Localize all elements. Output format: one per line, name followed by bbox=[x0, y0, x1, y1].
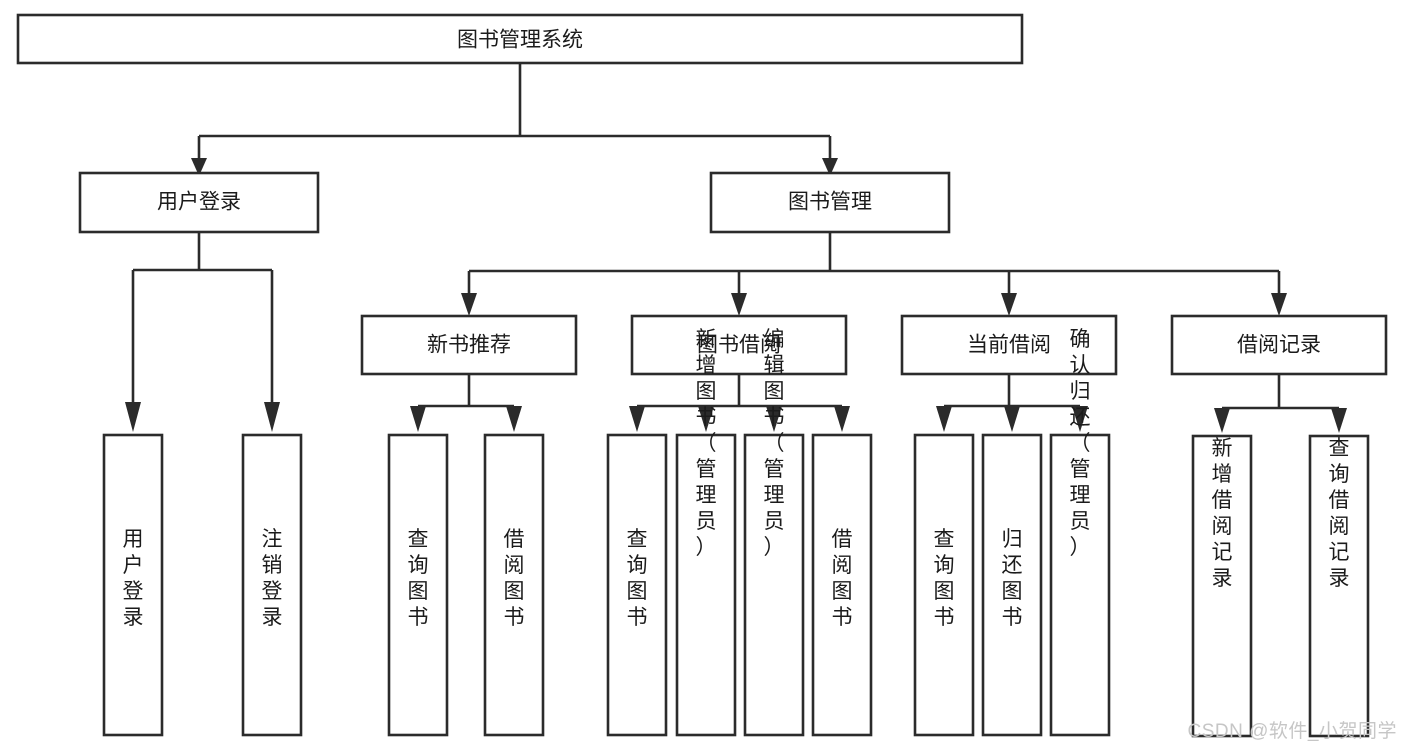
node-leaf-5-box[interactable] bbox=[606, 433, 668, 737]
arrow-head-leaf-7 bbox=[766, 406, 782, 432]
node-bookmgmt-box[interactable] bbox=[709, 171, 951, 234]
node-records[interactable]: 借阅记录 bbox=[1170, 314, 1388, 376]
node-leaf-13[interactable]: 查询借阅记录 bbox=[1308, 434, 1370, 738]
arrow-head-records bbox=[1271, 293, 1287, 316]
node-leaf-12-label: 新增借阅记录 bbox=[1212, 437, 1233, 590]
node-leaf-13-label: 查询借阅记录 bbox=[1329, 437, 1350, 590]
node-login[interactable]: 用户登录 bbox=[78, 171, 320, 234]
node-leaf-1[interactable]: 用户登录 bbox=[102, 433, 164, 737]
node-leaf-12-box[interactable] bbox=[1191, 434, 1253, 738]
arrow-head-leaf-2 bbox=[264, 402, 280, 432]
node-leaf-10-label: 归还图书 bbox=[1002, 528, 1023, 629]
node-leaf-4-label: 借阅图书 bbox=[504, 528, 525, 629]
node-newbook-label: 新书推荐 bbox=[427, 334, 511, 357]
node-current-box[interactable] bbox=[900, 314, 1118, 376]
node-leaf-7-box[interactable] bbox=[743, 433, 805, 737]
node-root[interactable]: 图书管理系统 bbox=[16, 13, 1024, 65]
node-borrow-box[interactable] bbox=[630, 314, 848, 376]
node-leaf-3-label: 查询图书 bbox=[408, 528, 429, 629]
arrow-head-leaf-5 bbox=[629, 406, 645, 432]
arrow-head-leaf-3 bbox=[410, 406, 426, 432]
node-leaf-5[interactable]: 查询图书 bbox=[606, 433, 668, 737]
node-current-label: 当前借阅 bbox=[967, 334, 1051, 357]
arrow-head-leaf-8 bbox=[834, 406, 850, 432]
node-leaf-2-label: 注销登录 bbox=[262, 528, 283, 629]
node-leaf-4[interactable]: 借阅图书 bbox=[483, 433, 545, 737]
node-leaf-11-label: 确认归还（管理员） bbox=[1070, 328, 1091, 559]
node-leaf-6-label: 新增图书（管理员） bbox=[696, 328, 717, 559]
node-leaf-5-label: 查询图书 bbox=[627, 528, 648, 629]
node-leaf-6[interactable]: 新增图书（管理员） bbox=[675, 328, 737, 737]
connector-layer bbox=[125, 63, 1347, 433]
node-leaf-4-box[interactable] bbox=[483, 433, 545, 737]
arrow-head-newbook bbox=[461, 293, 477, 316]
arrow-head-borrow bbox=[731, 293, 747, 316]
node-current[interactable]: 当前借阅 bbox=[900, 314, 1118, 376]
node-bookmgmt[interactable]: 图书管理 bbox=[709, 171, 951, 234]
arrow-head-leaf-6 bbox=[698, 406, 714, 432]
node-leaf-6-box[interactable] bbox=[675, 433, 737, 737]
node-leaf-10-box[interactable] bbox=[981, 433, 1043, 737]
csdn-watermark: CSDN @软件_小贺同学 bbox=[1187, 721, 1397, 742]
arrow-head-bookmgmt bbox=[822, 158, 838, 176]
node-newbook-box[interactable] bbox=[360, 314, 578, 376]
node-leaf-8-label: 借阅图书 bbox=[832, 528, 853, 629]
node-leaf-7-label: 编辑图书（管理员） bbox=[764, 328, 785, 559]
node-leaf-2[interactable]: 注销登录 bbox=[241, 433, 303, 737]
node-leaf-8[interactable]: 借阅图书 bbox=[811, 433, 873, 737]
node-records-label: 借阅记录 bbox=[1237, 334, 1321, 357]
arrow-head-leaf-4 bbox=[506, 406, 522, 432]
node-borrow-label: 图书借阅 bbox=[697, 334, 781, 357]
arrow-head-leaf-12 bbox=[1214, 408, 1230, 433]
node-leaf-9-box[interactable] bbox=[913, 433, 975, 737]
node-leaf-13-box[interactable] bbox=[1308, 434, 1370, 738]
node-bookmgmt-label: 图书管理 bbox=[788, 191, 872, 214]
node-leaf-11[interactable]: 确认归还（管理员） bbox=[1049, 328, 1111, 737]
node-leaf-9-label: 查询图书 bbox=[934, 528, 955, 629]
node-records-box[interactable] bbox=[1170, 314, 1388, 376]
node-login-box[interactable] bbox=[78, 171, 320, 234]
node-root-label: 图书管理系统 bbox=[457, 29, 583, 52]
arrow-head-current bbox=[1001, 293, 1017, 316]
node-leaf-10[interactable]: 归还图书 bbox=[981, 433, 1043, 737]
node-leaf-1-label: 用户登录 bbox=[123, 528, 144, 629]
arrow-head-leaf-10 bbox=[1004, 406, 1020, 432]
arrow-head-login bbox=[191, 158, 207, 176]
arrow-head-leaf-11 bbox=[1072, 406, 1088, 432]
node-leaf-9[interactable]: 查询图书 bbox=[913, 433, 975, 737]
node-leaf-8-box[interactable] bbox=[811, 433, 873, 737]
node-leaf-11-box[interactable] bbox=[1049, 433, 1111, 737]
node-borrow[interactable]: 图书借阅 bbox=[630, 314, 848, 376]
node-login-label: 用户登录 bbox=[157, 191, 241, 214]
node-leaf-1-box[interactable] bbox=[102, 433, 164, 737]
arrow-head-leaf-13 bbox=[1331, 408, 1347, 433]
node-leaf-3-box[interactable] bbox=[387, 433, 449, 737]
node-root-box[interactable] bbox=[16, 13, 1024, 65]
node-leaf-2-box[interactable] bbox=[241, 433, 303, 737]
node-leaf-3[interactable]: 查询图书 bbox=[387, 433, 449, 737]
arrow-head-leaf-1 bbox=[125, 402, 141, 432]
node-leaf-12[interactable]: 新增借阅记录 bbox=[1191, 434, 1253, 738]
node-newbook[interactable]: 新书推荐 bbox=[360, 314, 578, 376]
arrow-head-leaf-9 bbox=[936, 406, 952, 432]
node-leaf-7[interactable]: 编辑图书（管理员） bbox=[743, 328, 805, 737]
